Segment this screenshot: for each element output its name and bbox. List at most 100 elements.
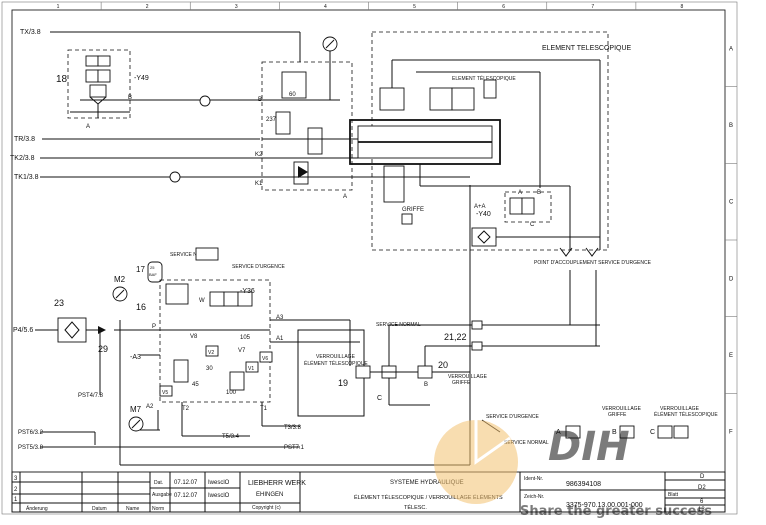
svg-text:Dat.: Dat. xyxy=(154,480,163,486)
svg-text:EHINGEN: EHINGEN xyxy=(256,492,283,498)
svg-text:2: 2 xyxy=(14,487,18,493)
svg-text:V7: V7 xyxy=(238,348,246,354)
label-c18: 18 xyxy=(56,74,68,85)
grid-column-label: 1 xyxy=(57,4,60,10)
svg-text:ÉLÉMENT TÉLESCOPIQUE: ÉLÉMENT TÉLESCOPIQUE xyxy=(654,411,718,418)
valve-y40: A+A -Y40 A B C POINT D'ACCOUPLEMENT SERV… xyxy=(471,190,652,266)
svg-text:B: B xyxy=(612,429,617,436)
port-tk1: TK1/3.8 xyxy=(14,174,39,181)
label-a3: -A3 xyxy=(130,354,141,361)
label-c16: 16 xyxy=(136,302,146,312)
svg-text:Name: Name xyxy=(126,506,140,512)
svg-text:07.12.07: 07.12.07 xyxy=(174,480,198,486)
port-t3: T3/3.8 xyxy=(284,425,302,431)
svg-text:Norm: Norm xyxy=(152,506,164,512)
svg-text:VERROUILLAGE: VERROUILLAGE xyxy=(602,406,642,412)
watermark: DIH Share the greater success xyxy=(434,420,712,519)
service-switch: SERVICE NORMAL SERVICE D'URGENCE xyxy=(170,247,285,270)
title-block: 3 2 1 Änderung Datum Name Norm Dat. Ausg… xyxy=(11,471,726,513)
svg-text:237: 237 xyxy=(266,117,277,123)
label-element-telescopique: ELEMENT TELESCOPIQUE xyxy=(542,45,632,52)
svg-text:V6: V6 xyxy=(262,356,268,362)
telescopic-element: ELEMENT TELESCOPIQUE ELEMENT TÉLESCOPIQU… xyxy=(343,31,632,251)
svg-text:D2: D2 xyxy=(698,485,706,491)
label-y40: -Y40 xyxy=(476,211,491,218)
port-pst7: PST7.1 xyxy=(284,445,305,451)
label-c23: 23 xyxy=(54,298,64,308)
svg-text:V5: V5 xyxy=(162,390,168,396)
port-t5: T5/3.4 xyxy=(222,434,240,440)
svg-text:C: C xyxy=(650,429,655,436)
svg-text:IwesclO: IwesclO xyxy=(208,480,230,486)
locking-circuit: VERROUILLAGE ÉLÉMENT TÉLESCOPIQUE 19 SER… xyxy=(297,270,600,417)
svg-text:C: C xyxy=(530,222,535,228)
port-labels: TX/3.8 TR/3.8 TK2/3.8 TK1/3.8 P4/5.6 PST… xyxy=(10,29,305,451)
throttle-icon xyxy=(169,171,181,183)
svg-text:IwesclO: IwesclO xyxy=(208,493,230,499)
svg-text:986394108: 986394108 xyxy=(566,481,601,488)
svg-text:VERROUILLAGE: VERROUILLAGE xyxy=(448,374,488,380)
port-pst4: PST4/7.8 xyxy=(78,393,104,399)
grid-row-label: B xyxy=(729,123,733,129)
svg-text:1: 1 xyxy=(14,497,18,503)
svg-text:P: P xyxy=(152,324,156,330)
svg-text:VERROUILLAGE: VERROUILLAGE xyxy=(660,406,700,412)
label-c20: 20 xyxy=(438,360,448,370)
label-c19: 19 xyxy=(338,378,348,388)
svg-text:Datum: Datum xyxy=(92,506,107,512)
svg-text:A2: A2 xyxy=(146,404,154,410)
port-tx: TX/3.8 xyxy=(20,29,41,36)
control-block-16: 16 -Y36 W P A2 A3 A1 T2 T1 V8 V2 V7 V6 V… xyxy=(136,279,350,412)
svg-text:3375-970.13.00.001-000: 3375-970.13.00.001-000 xyxy=(566,502,643,509)
grid-column-label: 7 xyxy=(591,4,594,10)
watermark-text: Share the greater success xyxy=(520,504,712,519)
port-tk2: TK2/3.8 xyxy=(10,155,35,162)
svg-text:45: 45 xyxy=(192,382,199,388)
grid-row-label: C xyxy=(729,200,734,206)
svg-text:A3: A3 xyxy=(276,315,284,321)
svg-text:A: A xyxy=(343,194,347,200)
label-y36: -Y36 xyxy=(240,288,255,295)
svg-text:Ausgabe: Ausgabe xyxy=(152,492,172,498)
svg-text:SERVICE NORMAL: SERVICE NORMAL xyxy=(170,252,215,258)
svg-text:Zeich-Nr.: Zeich-Nr. xyxy=(524,494,544,500)
switch-lever-icon xyxy=(195,247,219,261)
grid-column-label: 6 xyxy=(502,4,505,10)
svg-text:SYSTEME HYDRAULIQUE: SYSTEME HYDRAULIQUE xyxy=(390,480,464,486)
svg-text:SERVICE D'URGENCE: SERVICE D'URGENCE xyxy=(232,264,285,270)
label-c29: 29 xyxy=(98,344,108,354)
svg-text:07.12.07: 07.12.07 xyxy=(174,493,198,499)
label-c2122: 21,22 xyxy=(444,332,467,342)
grid-column-label: 2 xyxy=(146,4,149,10)
port-p4: P4/5.6 xyxy=(13,327,33,334)
legend: SERVICE D'URGENCE SERVICE NORMAL VERROUI… xyxy=(481,406,718,446)
svg-text:GRIFFE: GRIFFE xyxy=(608,412,627,418)
accumulator-icon xyxy=(147,261,163,283)
grid-row-label: A xyxy=(729,46,733,52)
svg-text:B: B xyxy=(258,97,262,103)
port-tr: TR/3.8 xyxy=(14,136,35,143)
svg-text:VERROUILLAGE: VERROUILLAGE xyxy=(316,354,356,360)
svg-text:Copyright (c): Copyright (c) xyxy=(252,505,281,511)
svg-text:30: 30 xyxy=(206,366,213,372)
grid-column-label: 3 xyxy=(235,4,238,10)
label-m7: M7 xyxy=(130,405,142,414)
svg-text:W: W xyxy=(199,298,205,304)
svg-text:13: 13 xyxy=(698,507,705,513)
svg-text:Ident-Nr.: Ident-Nr. xyxy=(524,476,543,482)
svg-text:60: 60 xyxy=(289,92,296,98)
svg-text:V8: V8 xyxy=(190,334,198,340)
svg-text:BAF: BAF xyxy=(149,272,157,277)
svg-text:A1: A1 xyxy=(276,336,284,342)
grid-column-label: 8 xyxy=(680,4,683,10)
svg-text:K1: K1 xyxy=(255,181,263,187)
label-c17: 17 xyxy=(136,265,145,274)
telescopic-cylinder xyxy=(349,119,501,165)
svg-text:DIH: DIH xyxy=(548,424,630,470)
port-pst6: PST6/3.2 xyxy=(18,430,44,436)
svg-text:TÉLESC.: TÉLESC. xyxy=(404,504,427,511)
svg-text:6: 6 xyxy=(700,499,704,505)
svg-text:B: B xyxy=(537,190,541,196)
